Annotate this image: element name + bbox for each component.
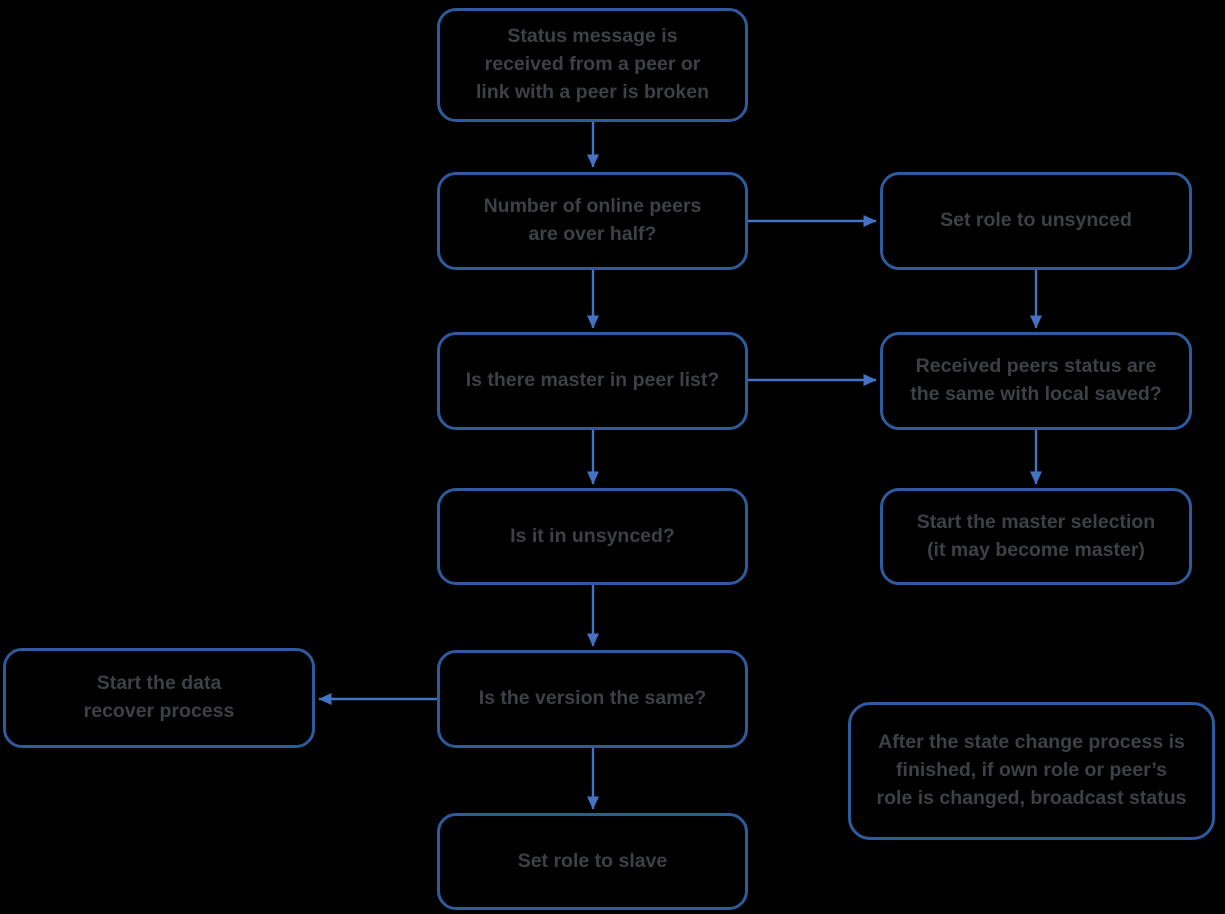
- node-set-role-slave: Set role to slave: [437, 813, 748, 910]
- node-label: Is it in unsynced?: [510, 524, 675, 547]
- node-is-it-in-unsynced: Is it in unsynced?: [437, 488, 748, 585]
- node-label: Start the data recover process: [83, 672, 235, 722]
- node-label: Start the master selection (it may becom…: [916, 510, 1156, 561]
- node-broadcast-status-note: After the state change process is finish…: [848, 702, 1215, 840]
- node-label: Number of online peers are over half?: [483, 195, 702, 245]
- node-start-data-recover: Start the data recover process: [3, 648, 315, 748]
- node-master-in-peer-list: Is there master in peer list?: [437, 332, 748, 430]
- node-set-role-unsynced: Set role to unsynced: [880, 172, 1192, 270]
- node-label: Is the version the same?: [478, 687, 707, 710]
- node-is-version-same: Is the version the same?: [437, 650, 748, 748]
- node-peers-status-same: Received peers status are the same with …: [880, 332, 1192, 430]
- node-label: Set role to unsynced: [940, 209, 1132, 232]
- node-label: After the state change process is finish…: [876, 731, 1187, 809]
- node-label: Set role to slave: [517, 849, 668, 872]
- node-label: Received peers status are the same with …: [910, 355, 1162, 405]
- node-label: Status message is received from a peer o…: [476, 25, 709, 103]
- node-label: Is there master in peer list?: [465, 369, 720, 392]
- node-online-peers-over-half: Number of online peers are over half?: [437, 172, 748, 270]
- node-status-message-received: Status message is received from a peer o…: [437, 8, 748, 122]
- node-start-master-selection: Start the master selection (it may becom…: [880, 488, 1192, 585]
